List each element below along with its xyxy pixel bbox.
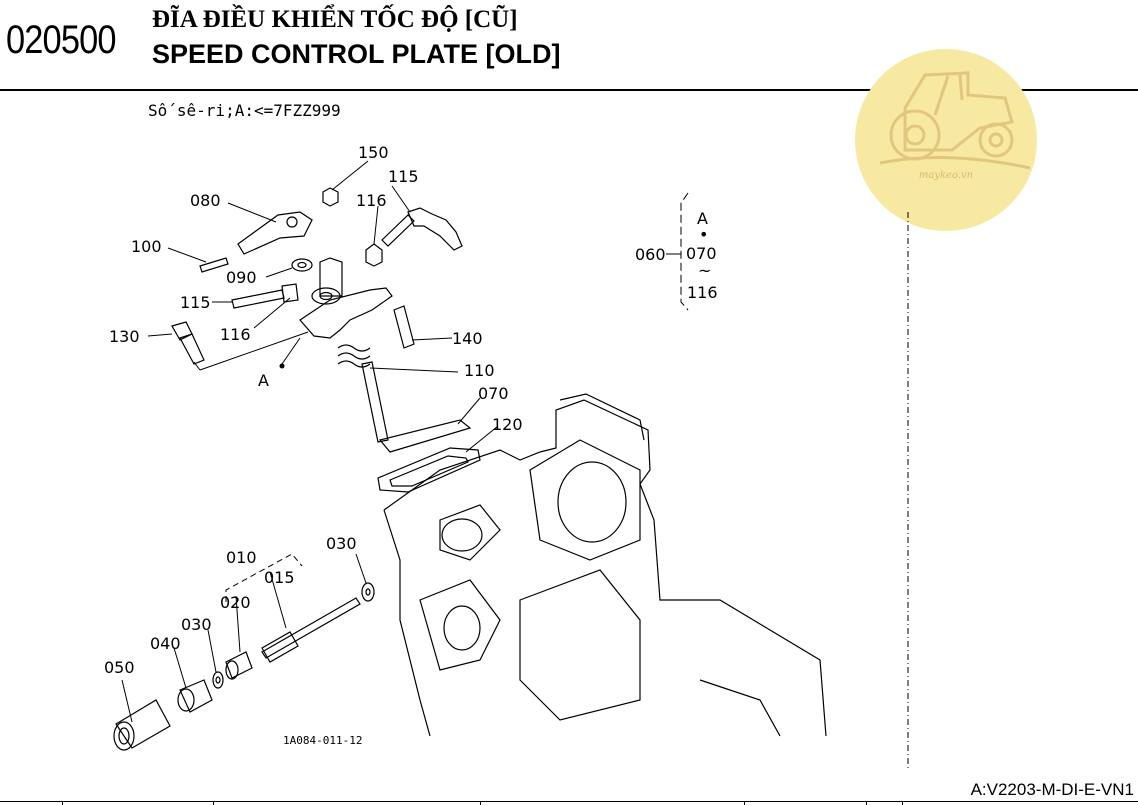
table-tick	[480, 801, 481, 805]
footer-code: A:V2203-M-DI-E-VN1	[970, 780, 1134, 799]
title-english: SPEED CONTROL PLATE [OLD]	[152, 39, 561, 69]
group-line-a: A	[697, 209, 708, 228]
parts-drawing	[113, 187, 827, 751]
callout-116-lower: 116	[220, 325, 251, 344]
callout-040: 040	[150, 634, 181, 653]
group-line-116: 116	[687, 283, 718, 302]
group-line-tilde: ~	[698, 261, 711, 280]
table-tick	[744, 801, 745, 805]
callout-130: 130	[109, 327, 140, 346]
callout-090: 090	[226, 268, 257, 287]
title-vietnamese: ĐĨA ĐIỀU KHIỂN TỐC ĐỘ [CŨ]	[152, 6, 518, 33]
ref-point-a	[279, 363, 285, 369]
table-tick	[902, 801, 903, 805]
callout-080: 080	[190, 191, 221, 210]
figure-code: 1A084-011-12	[283, 734, 363, 747]
callout-140: 140	[452, 329, 483, 348]
group-line-dot: •	[699, 225, 708, 244]
callout-115-lower: 115	[180, 293, 211, 312]
callout-a: A	[258, 371, 269, 390]
callout-030-lower: 030	[181, 615, 212, 634]
assembly-bracket-010	[225, 553, 303, 602]
table-tick	[62, 801, 63, 805]
header-rule	[0, 89, 1138, 91]
callout-010: 010	[226, 548, 257, 567]
group-label: 060	[635, 245, 666, 264]
callout-020: 020	[220, 593, 251, 612]
group-bracket	[666, 192, 689, 311]
leader-lines	[121, 160, 499, 723]
group-line-070: 070	[686, 244, 717, 263]
callout-110: 110	[464, 361, 495, 380]
callout-070: 070	[478, 384, 509, 403]
section-code: 020500	[6, 18, 116, 62]
serial-note: Số sê-ri;A:<=7FZZ999	[148, 101, 341, 120]
callout-115-upper: 115	[388, 167, 419, 186]
table-tick	[213, 801, 214, 805]
callout-050: 050	[104, 658, 135, 677]
callout-150: 150	[358, 143, 389, 162]
watermark-text: maykeo.vn	[919, 170, 973, 181]
footer-rule	[0, 801, 1138, 802]
watermark-logo: maykeo.vn	[855, 49, 1037, 231]
callout-120: 120	[492, 415, 523, 434]
table-tick	[866, 801, 867, 805]
callout-030-upper: 030	[326, 534, 357, 553]
callout-116-upper: 116	[356, 191, 387, 210]
callout-015: 015	[264, 568, 295, 587]
callout-100: 100	[131, 237, 162, 256]
